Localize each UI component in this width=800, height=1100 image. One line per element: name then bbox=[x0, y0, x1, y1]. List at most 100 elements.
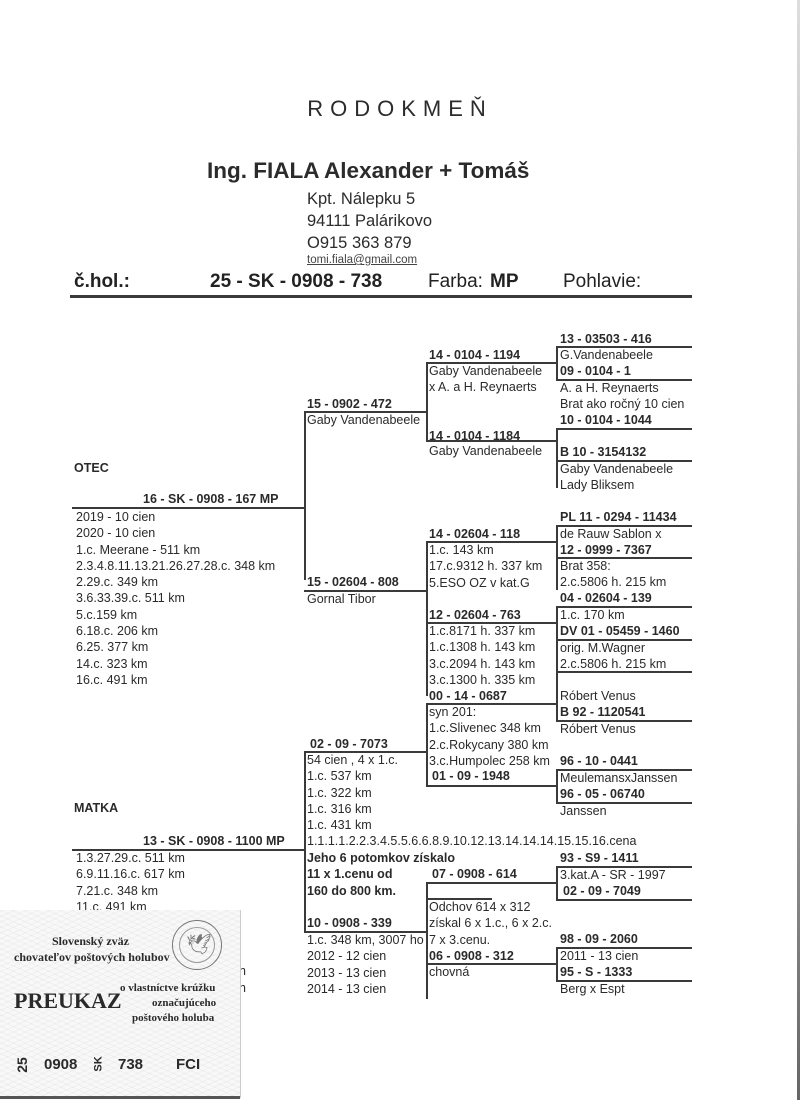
mdd-line bbox=[426, 963, 556, 965]
mds-subline bbox=[426, 898, 492, 900]
ffff-ring: 13 - 03503 - 416 bbox=[560, 332, 652, 346]
fdds-line-1: 1.c. 170 km bbox=[560, 608, 625, 622]
mdss-ring: 93 - S9 - 1411 bbox=[560, 851, 639, 865]
ffd-line bbox=[426, 440, 556, 442]
fffd-line bbox=[556, 379, 692, 381]
dove-icon: 🕊 bbox=[186, 934, 212, 956]
mddd-line bbox=[556, 980, 692, 982]
fddd-ring: DV 01 - 05459 - 1460 bbox=[560, 624, 680, 638]
fdss-line-1: de Rauw Sablon x bbox=[560, 527, 662, 541]
ff-breeder: Gaby Vandenabeele bbox=[307, 413, 421, 427]
msss-line bbox=[556, 671, 692, 673]
fffd-line-1: A. a H. Reynaerts bbox=[560, 381, 659, 395]
fdd-line bbox=[426, 622, 556, 624]
mds-line bbox=[426, 882, 556, 884]
mother-ring: 13 - SK - 0908 - 1100 MP bbox=[143, 834, 285, 848]
fdsd-ring: 12 - 0999 - 7367 bbox=[560, 543, 652, 557]
fdd-ring: 12 - 02604 - 763 bbox=[429, 608, 521, 622]
card-sub-2: označujúceho bbox=[152, 997, 217, 1009]
fd-line bbox=[304, 590, 426, 592]
msdd-line bbox=[556, 802, 692, 804]
ffdd-line-1: Gaby Vandenabeele bbox=[560, 462, 674, 476]
sex-label: Pohlavie: bbox=[563, 271, 642, 292]
father-line bbox=[72, 507, 304, 509]
fd-branch bbox=[426, 541, 428, 696]
mdss-line-1: 3.kat.A - SR - 1997 bbox=[560, 868, 666, 882]
header-rule bbox=[70, 295, 692, 298]
mss-results: syn 201:1.c.Slivenec 348 km 2.c.Rokycany… bbox=[429, 705, 550, 768]
ffds-ring: 10 - 0104 - 1044 bbox=[560, 413, 652, 427]
fdss-line bbox=[556, 525, 692, 527]
md-line bbox=[304, 931, 426, 933]
email-link[interactable]: tomi.fiala@gmail.com bbox=[307, 254, 418, 266]
msss-breeder: Róbert Venus bbox=[560, 689, 636, 703]
ff-ring: 15 - 0902 - 472 bbox=[307, 397, 392, 411]
ffdd-ring: B 10 - 3154132 bbox=[560, 445, 647, 459]
card-year: 25 bbox=[13, 1057, 30, 1073]
ffd-branch bbox=[556, 428, 558, 488]
owner-name: Ing. FIALA Alexander + Tomáš bbox=[207, 158, 530, 183]
ff-branch bbox=[426, 362, 428, 440]
fff-line-2: x A. a H. Reynaerts bbox=[429, 380, 537, 394]
fdds-ring: 04 - 02604 - 139 bbox=[560, 591, 652, 605]
ring-ownership-card: Slovenský zväz chovateľov poštových holu… bbox=[0, 910, 241, 1098]
card-number-1: 0908 bbox=[44, 1056, 78, 1073]
mdsd-line bbox=[556, 899, 692, 901]
address-city: 94111 Palárikovo bbox=[307, 212, 433, 230]
mds-ring: 07 - 0908 - 614 bbox=[432, 867, 517, 881]
mss-branch bbox=[556, 671, 558, 721]
ffds-line bbox=[556, 428, 692, 430]
fff-line bbox=[426, 362, 556, 364]
mssd-breeder: Róbert Venus bbox=[560, 722, 636, 736]
fff-branch bbox=[556, 346, 558, 379]
fd-ring: 15 - 02604 - 808 bbox=[307, 575, 399, 589]
document-title: RODOKMEŇ bbox=[307, 96, 493, 121]
mssd-line bbox=[556, 720, 692, 722]
ms-branch bbox=[426, 703, 428, 787]
mdds-line-1: 2011 - 13 cien bbox=[560, 949, 639, 963]
msd-branch bbox=[556, 769, 558, 802]
card-fci: FCI bbox=[176, 1056, 201, 1073]
ring-label: č.hol.: bbox=[74, 271, 130, 292]
mother-label: MATKA bbox=[74, 801, 119, 815]
fffd-ring: 09 - 0104 - 1 bbox=[560, 364, 631, 378]
fddd-line-1: orig. M.Wagner bbox=[560, 641, 645, 655]
phone-number: O915 363 879 bbox=[307, 234, 412, 252]
ms-line bbox=[304, 751, 426, 753]
mds-branch bbox=[556, 866, 558, 899]
color-value: MP bbox=[490, 271, 519, 292]
msd-ring: 01 - 09 - 1948 bbox=[432, 769, 510, 783]
fds-line bbox=[426, 541, 556, 543]
mother-branch bbox=[304, 751, 306, 931]
fff-ring: 14 - 0104 - 1194 bbox=[429, 348, 521, 362]
md-ring: 10 - 0908 - 339 bbox=[307, 916, 392, 930]
card-bottom-edge bbox=[0, 1096, 240, 1099]
fffd-line-2: Brat ako ročný 10 cien bbox=[560, 397, 685, 411]
mdd-ring: 06 - 0908 - 312 bbox=[429, 949, 514, 963]
fd-breeder: Gornal Tibor bbox=[307, 592, 376, 606]
md-branch bbox=[426, 882, 428, 999]
card-org-line-2: chovateľov poštových holubov bbox=[14, 950, 170, 964]
page-edge bbox=[797, 0, 800, 1100]
fddd-line-2: 2.c.5806 h. 215 km bbox=[560, 657, 667, 671]
msdd-breeder: Janssen bbox=[560, 804, 607, 818]
mddd-ring: 95 - S - 1333 bbox=[560, 965, 633, 979]
address-street: Kpt. Nálepku 5 bbox=[307, 190, 416, 208]
fddd-line bbox=[556, 639, 692, 641]
card-country: SK bbox=[92, 1056, 105, 1072]
card-org-line-1: Slovenský zväz bbox=[52, 934, 130, 948]
fdsd-line-1: Brat 358: bbox=[560, 559, 611, 573]
ffd-ring: 14 - 0104 - 1184 bbox=[429, 429, 521, 443]
mss-ring: 00 - 14 - 0687 bbox=[429, 689, 507, 703]
ff-line bbox=[304, 411, 426, 413]
mdd-branch bbox=[556, 947, 558, 980]
ms-ring: 02 - 09 - 7073 bbox=[310, 737, 388, 751]
mdds-ring: 98 - 09 - 2060 bbox=[560, 932, 638, 946]
mddd-line-1: Berg x Espt bbox=[560, 982, 625, 996]
fdsd-line-2: 2.c.5806 h. 215 km bbox=[560, 575, 667, 589]
